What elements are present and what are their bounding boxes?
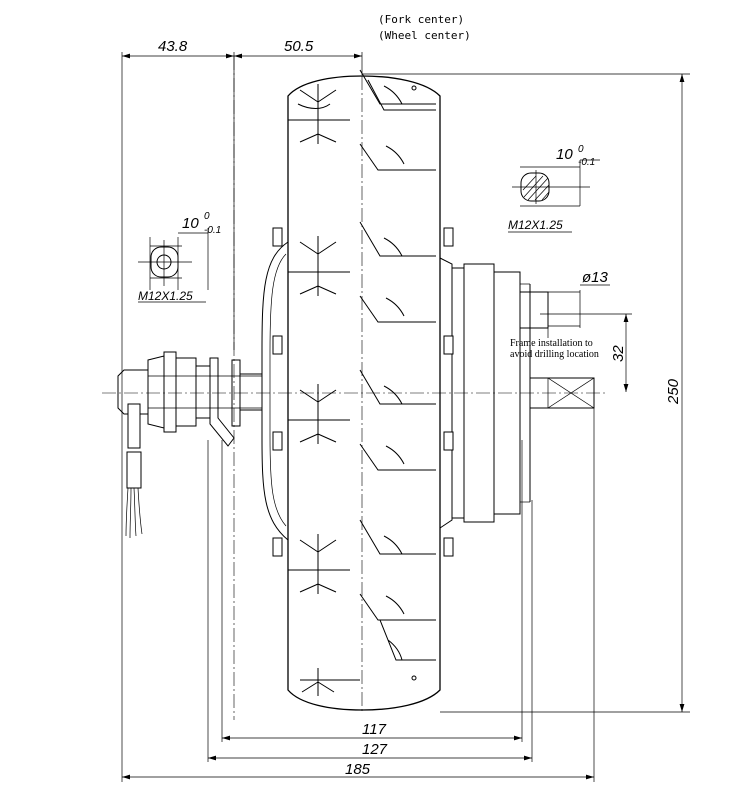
right-tol-upper: 0 <box>578 144 584 155</box>
hatch-pattern <box>522 175 550 201</box>
right-thread-label: M12X1.25 <box>508 218 563 232</box>
left-thread-detail: 10 0 -0.1 M12X1.25 <box>138 211 221 303</box>
left-tol-lower: -0.1 <box>204 225 221 236</box>
center-lines <box>102 56 608 720</box>
right-tol-lower: -0.1 <box>578 157 595 168</box>
right-size: 10 <box>556 146 573 163</box>
tire <box>272 69 454 711</box>
right-thread-detail: 10 0 -0.1 M12X1.25 <box>508 144 600 233</box>
left-size: 10 <box>182 215 199 232</box>
fork-center-note: (Fork center) <box>378 13 464 26</box>
dim-32: 32 <box>610 345 627 362</box>
dimension-lines <box>122 53 685 780</box>
left-axle <box>117 351 263 539</box>
dim-dia-13: ø13 <box>582 269 609 286</box>
dim-117: 117 <box>362 721 387 738</box>
left-thread-label: M12X1.25 <box>138 289 193 303</box>
left-tol-upper: 0 <box>204 211 210 222</box>
dim-50-5: 50.5 <box>284 38 314 55</box>
dim-43-8: 43.8 <box>158 38 188 55</box>
dim-185: 185 <box>345 761 371 778</box>
dim-250: 250 <box>665 378 682 405</box>
dim-127: 127 <box>362 741 388 758</box>
wheel-center-note: (Wheel center) <box>378 29 471 42</box>
frame-note-line1: Frame installation to <box>510 338 593 349</box>
frame-note-line2: avoid drilling location <box>510 349 599 360</box>
